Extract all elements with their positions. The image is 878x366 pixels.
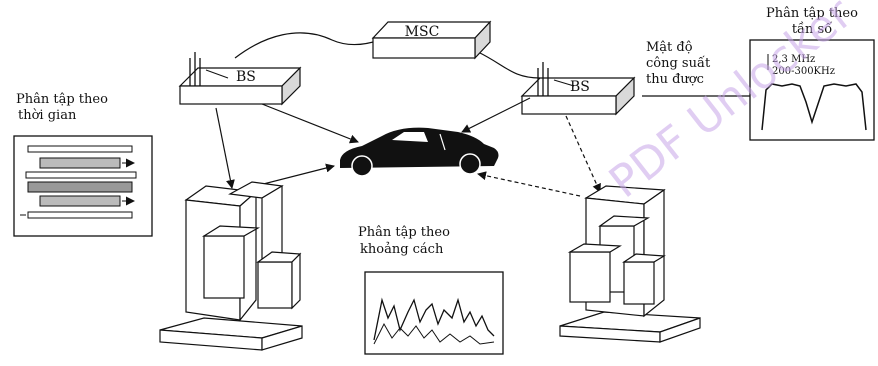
right-bs-label: BS — [570, 79, 590, 95]
distance-diversity-panel — [364, 271, 504, 355]
right-building — [559, 185, 701, 343]
frequency-diversity-panel — [749, 39, 875, 141]
power-density-label-3: thu được — [646, 72, 704, 87]
freq-diversity-label-1: Phân tập theo — [766, 6, 858, 21]
msc-links — [234, 32, 541, 79]
msc-label: MSC — [404, 24, 440, 40]
left-building — [159, 181, 303, 351]
left-base-station — [178, 52, 302, 106]
time-diversity-panel — [13, 135, 153, 237]
power-density-label-2: công suất — [646, 56, 711, 71]
distance-diversity-label-2: khoảng cách — [360, 242, 444, 257]
left-bs-label: BS — [236, 69, 256, 85]
time-diversity-label-2: thời gian — [18, 108, 77, 123]
band-label: 2,3 MHz — [772, 54, 816, 65]
freq-diversity-label-2: tần số — [791, 22, 833, 37]
msc-node — [371, 20, 492, 60]
right-base-station — [520, 62, 636, 116]
time-diversity-label-1: Phân tập theo — [16, 92, 108, 107]
power-density-label-1: Mật độ — [646, 40, 693, 55]
car-icon — [340, 127, 499, 177]
sub-band-label: 200-300KHz — [772, 66, 836, 77]
distance-diversity-label-1: Phân tập theo — [358, 225, 450, 240]
